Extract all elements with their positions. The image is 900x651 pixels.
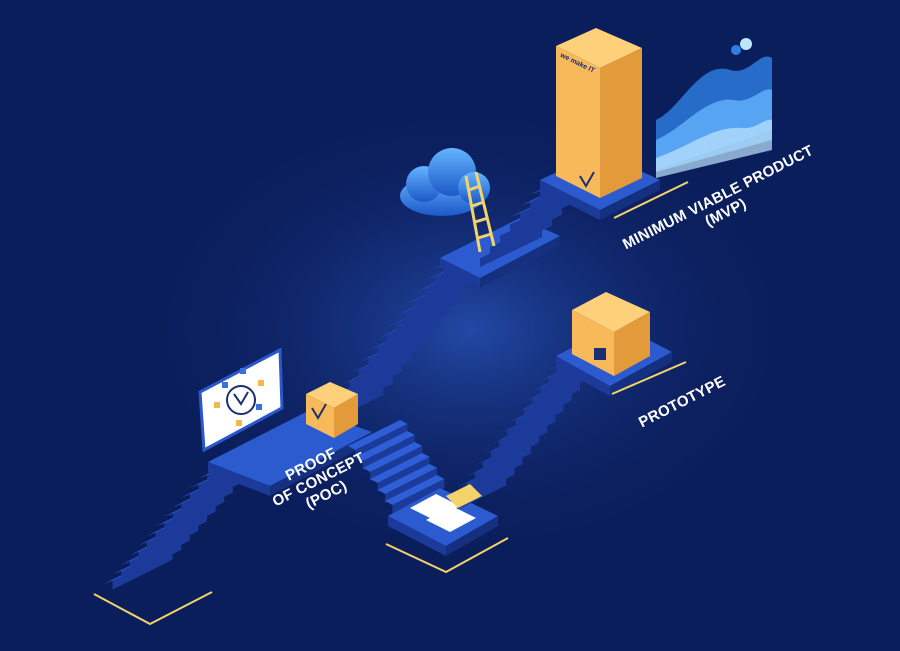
stair-riser — [340, 362, 403, 402]
stage-underlines — [93, 181, 689, 626]
network-board-icon — [198, 347, 284, 453]
stair-riser — [370, 445, 423, 481]
stair-riser — [385, 467, 437, 503]
stair-riser — [349, 351, 412, 391]
stair-riser — [396, 293, 459, 333]
stair-riser — [359, 339, 421, 379]
stair-step — [362, 442, 423, 472]
cloud-icon — [400, 148, 490, 216]
stair-step — [377, 464, 437, 494]
stair-riser — [377, 316, 440, 356]
chart-screen-icon — [656, 38, 772, 178]
prototype-box — [572, 292, 650, 376]
stair-riser — [415, 269, 478, 309]
stair-step — [370, 453, 430, 483]
stair-step — [355, 431, 415, 461]
logo-x-icon — [311, 403, 327, 420]
logo-x-icon — [579, 171, 595, 188]
stair-riser — [362, 434, 415, 470]
stair-riser — [387, 304, 450, 344]
stair-riser — [355, 423, 408, 459]
ladder-icon — [464, 171, 496, 253]
logo-x-icon — [594, 348, 606, 360]
stair-step — [348, 420, 408, 450]
stair-riser — [392, 478, 445, 514]
poc-box — [306, 382, 358, 438]
stair-riser — [377, 456, 430, 492]
stairs-to-puzzle — [348, 420, 445, 514]
stair-riser — [406, 281, 468, 321]
stair-riser — [368, 327, 431, 367]
mvp-box — [556, 28, 642, 198]
puzzle-icon — [410, 484, 482, 532]
stair-step — [385, 475, 445, 505]
